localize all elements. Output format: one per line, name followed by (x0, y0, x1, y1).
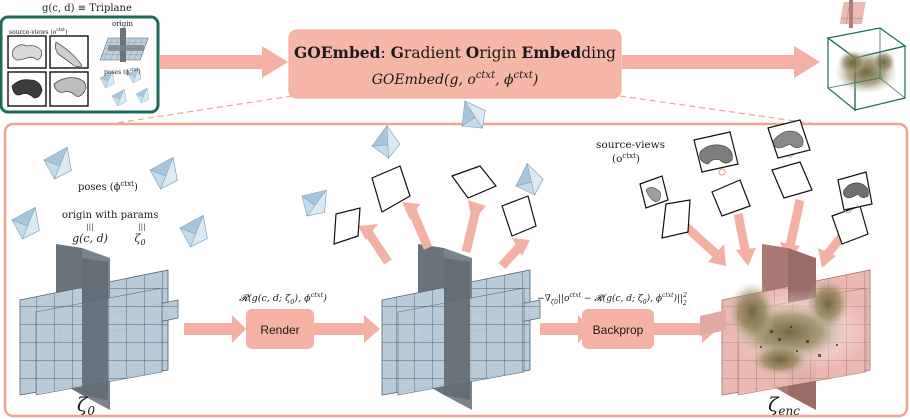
source-views-paren: (octxt) (612, 152, 640, 165)
title-part-4: O (466, 43, 480, 62)
origin-triplane-small (99, 28, 149, 62)
origin-with-params-label: origin with params (62, 210, 158, 221)
goembed-title-box: GOEmbed: Gradient Origin Embedding GOEmb… (288, 29, 622, 99)
backprop-button[interactable]: Backprop (582, 309, 654, 349)
source-views-right (639, 119, 873, 268)
title-part-1: : (381, 44, 391, 62)
encoded-cube-inset (826, 0, 907, 112)
zeta0-param-label: ζ0 (134, 232, 145, 247)
poses-small-label: poses (ϕctxt) (104, 67, 141, 76)
equiv-symbol-g: ||| (86, 223, 93, 231)
top-flow-arrows (160, 46, 820, 78)
title-text: GOEmbed: Gradient Origin Embedding (294, 43, 616, 62)
title-part-3: radient (404, 44, 466, 62)
triplane-origin (19, 244, 179, 410)
render-formula: 𝓡(g(c, d; ζ0), ϕctxt) (239, 291, 327, 306)
source-photo-2 (693, 131, 739, 173)
goembed-formula: GOEmbed(g, octxt, ϕctxt) (372, 70, 539, 88)
source-views-small-label: source-views (octxt) (9, 27, 67, 36)
render-button-label: Render (260, 323, 299, 337)
equiv-symbol-zeta: ||| (138, 223, 145, 231)
poses-label: poses (ϕctxt) (78, 180, 138, 193)
triplane-inset: g(c, d) ≡ Triplane source-views (octxt) … (0, 3, 160, 114)
title-part-2: G (391, 43, 404, 62)
title-part-5: rigin (479, 44, 521, 62)
triplane-encoded (700, 244, 871, 410)
source-view-thumbnails (7, 35, 89, 107)
g-cd-label: g(c, d) (72, 232, 108, 245)
triplane-label: g(c, d) ≡ Triplane (42, 3, 132, 14)
source-views-label: source-views (596, 139, 665, 151)
zeta0-bottom-label: ζ0 (77, 394, 95, 418)
source-photo-3 (767, 119, 811, 159)
main-panel-border (3, 122, 909, 418)
title-part-0: GOEmbed (294, 43, 381, 62)
title-part-7: ding (581, 44, 616, 62)
tiny-triplane-icon (839, 0, 866, 28)
origin-small-label: origin (112, 20, 134, 28)
dashed-connectors (109, 95, 817, 125)
triplane-rendered (381, 244, 541, 410)
poses-cameras-left (11, 147, 208, 248)
backprop-button-label: Backprop (593, 323, 644, 337)
rendered-views (297, 97, 548, 270)
zeta-enc-label: ζenc (768, 394, 800, 418)
render-button[interactable]: Render (246, 309, 314, 349)
source-photo-1 (639, 175, 669, 209)
title-part-6: Embed (521, 43, 581, 62)
source-photo-4 (837, 171, 873, 211)
render-flow (184, 315, 380, 343)
